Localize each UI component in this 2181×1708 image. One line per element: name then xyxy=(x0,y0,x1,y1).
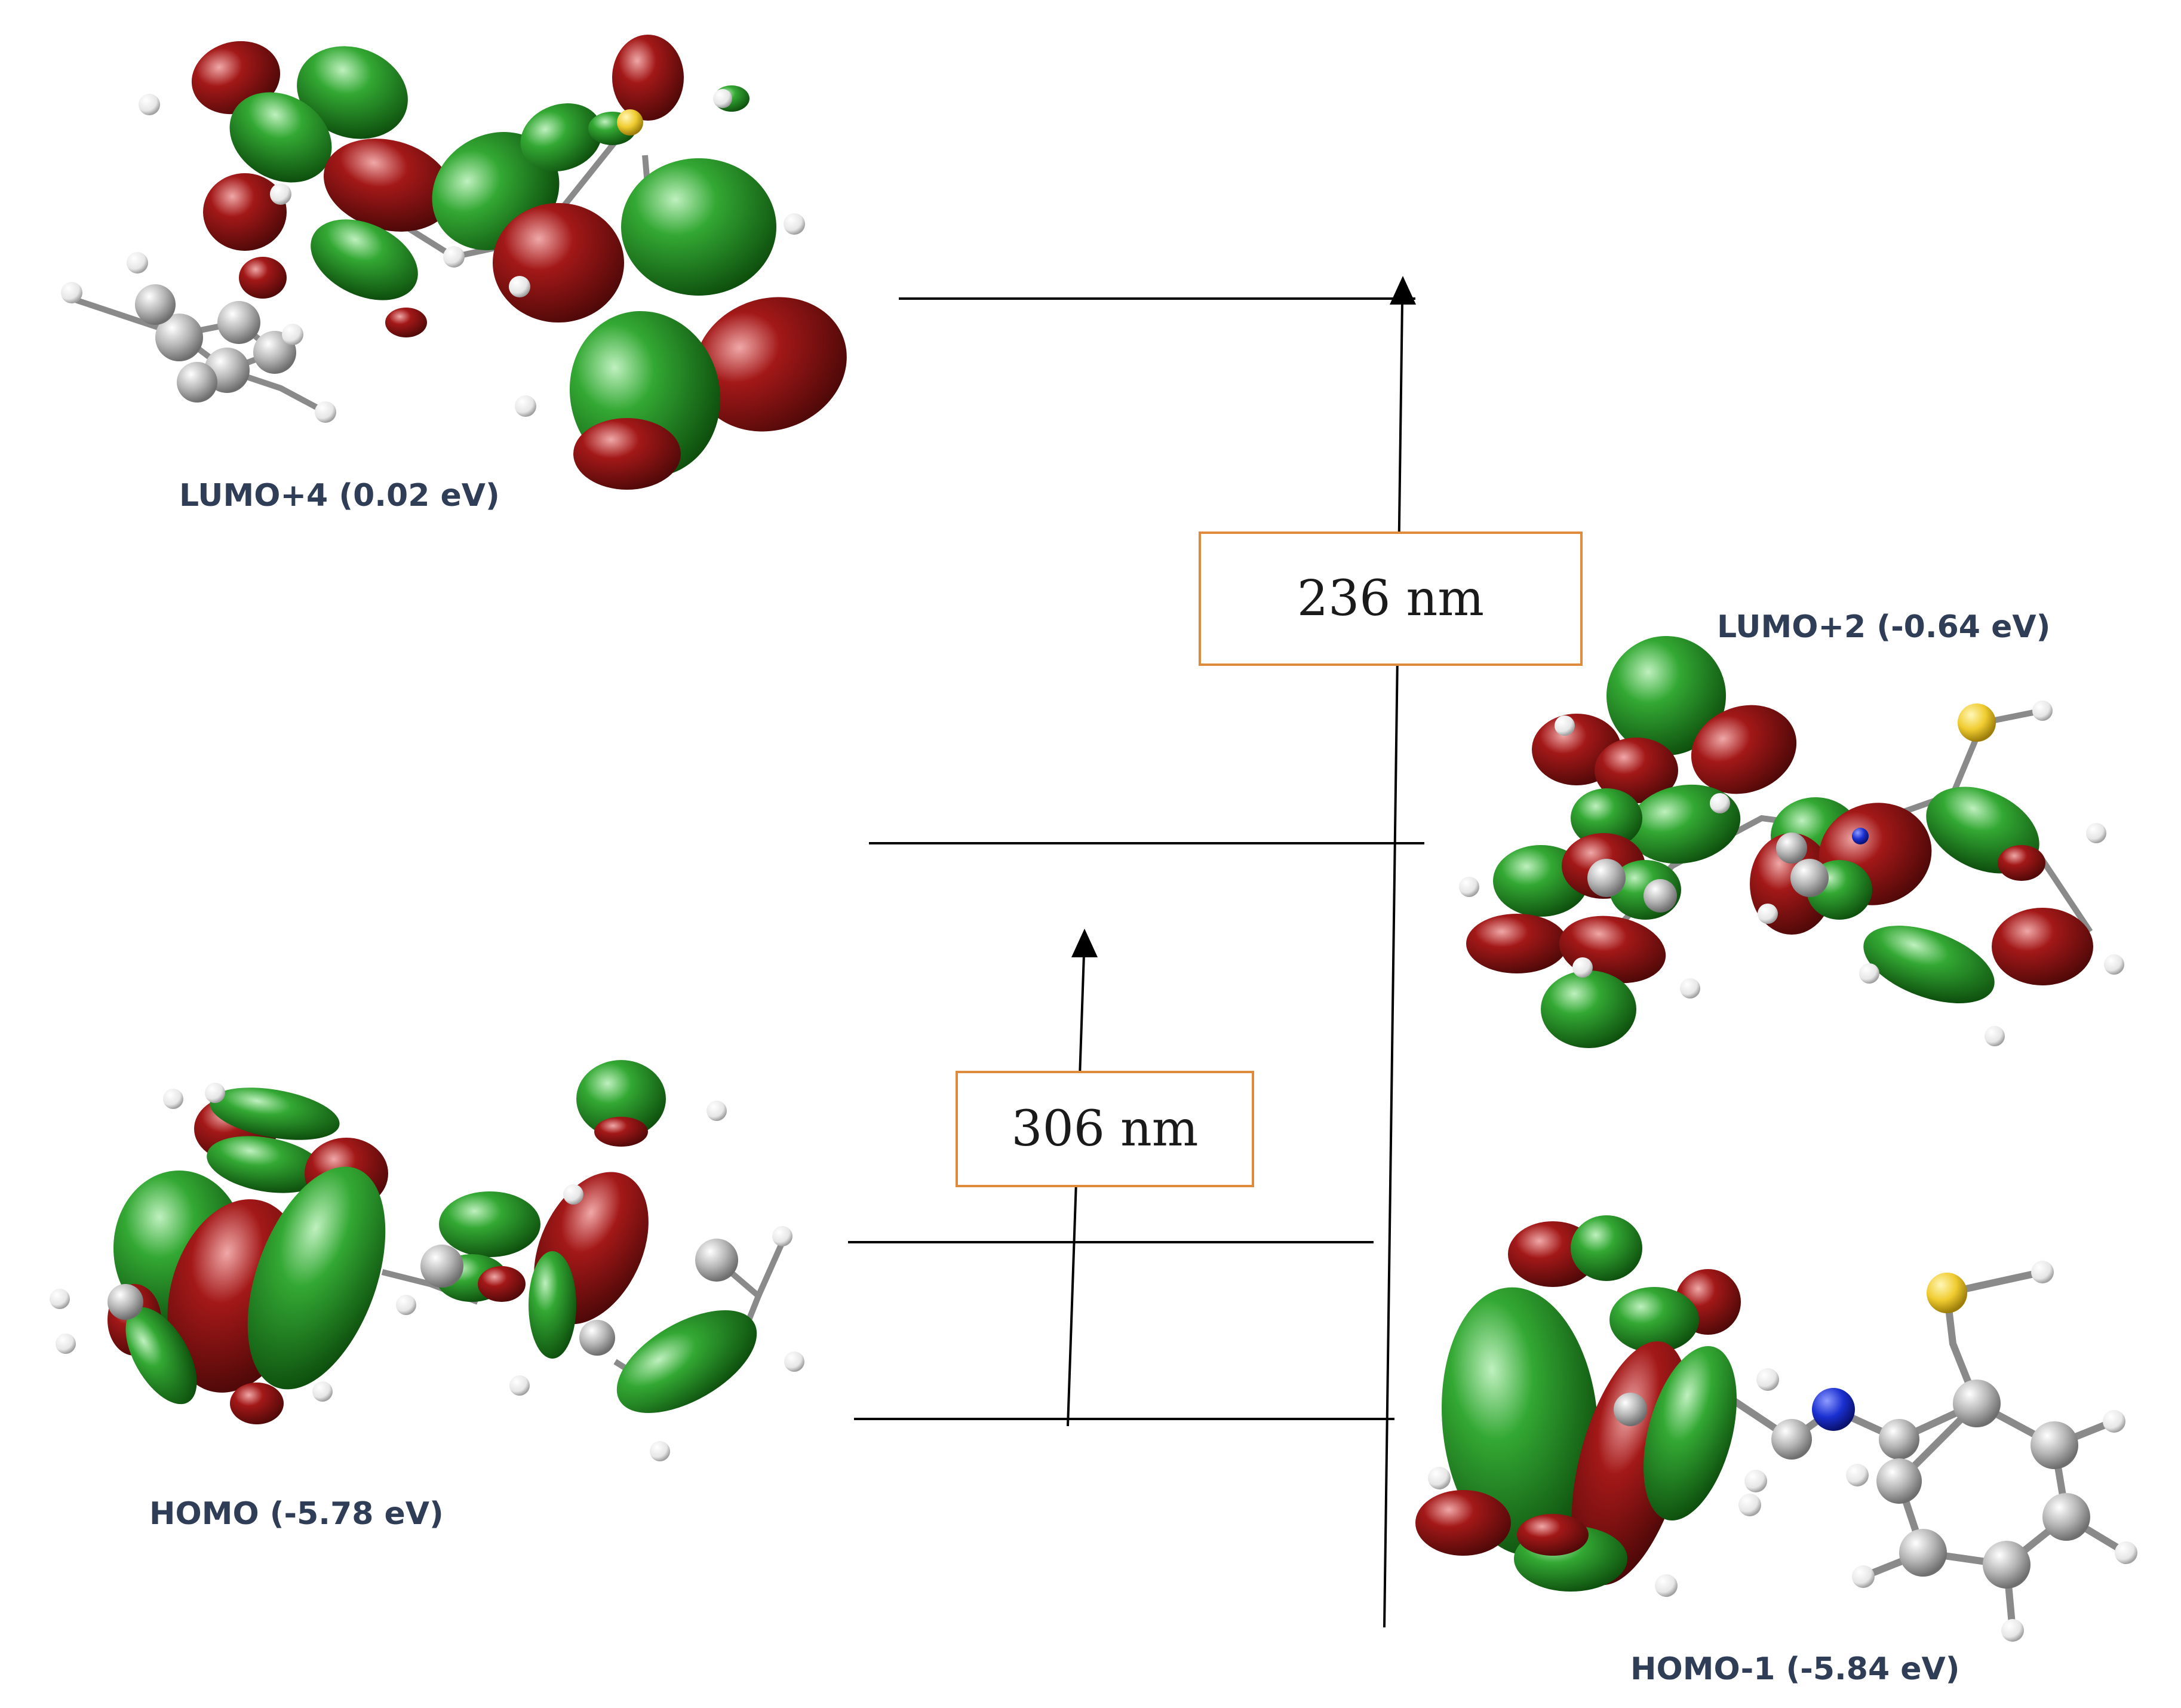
orbital-label-lumo2: LUMO+2 (-0.64 eV) xyxy=(1717,609,2051,645)
orbital-homo1 xyxy=(1415,1215,2137,1642)
transition-arrow-306 xyxy=(1067,929,1098,1427)
orbital-lumo4 xyxy=(61,35,847,490)
transition-box-306: 306 nm xyxy=(956,1071,1254,1187)
orbital-label-homo1: HOMO-1 (-5.84 eV) xyxy=(1630,1651,1960,1687)
orbital-lumo2 xyxy=(1459,636,2124,1048)
orbital-label-homo: HOMO (-5.78 eV) xyxy=(149,1496,444,1532)
transition-arrow-236 xyxy=(1383,276,1416,1628)
orbital-homo xyxy=(50,1060,804,1461)
transition-label-236: 236 nm xyxy=(1297,570,1485,627)
transition-box-236: 236 nm xyxy=(1199,532,1583,666)
orbital-label-lumo4: LUMO+4 (0.02 eV) xyxy=(179,478,500,514)
transition-label-306: 306 nm xyxy=(1011,1101,1199,1157)
